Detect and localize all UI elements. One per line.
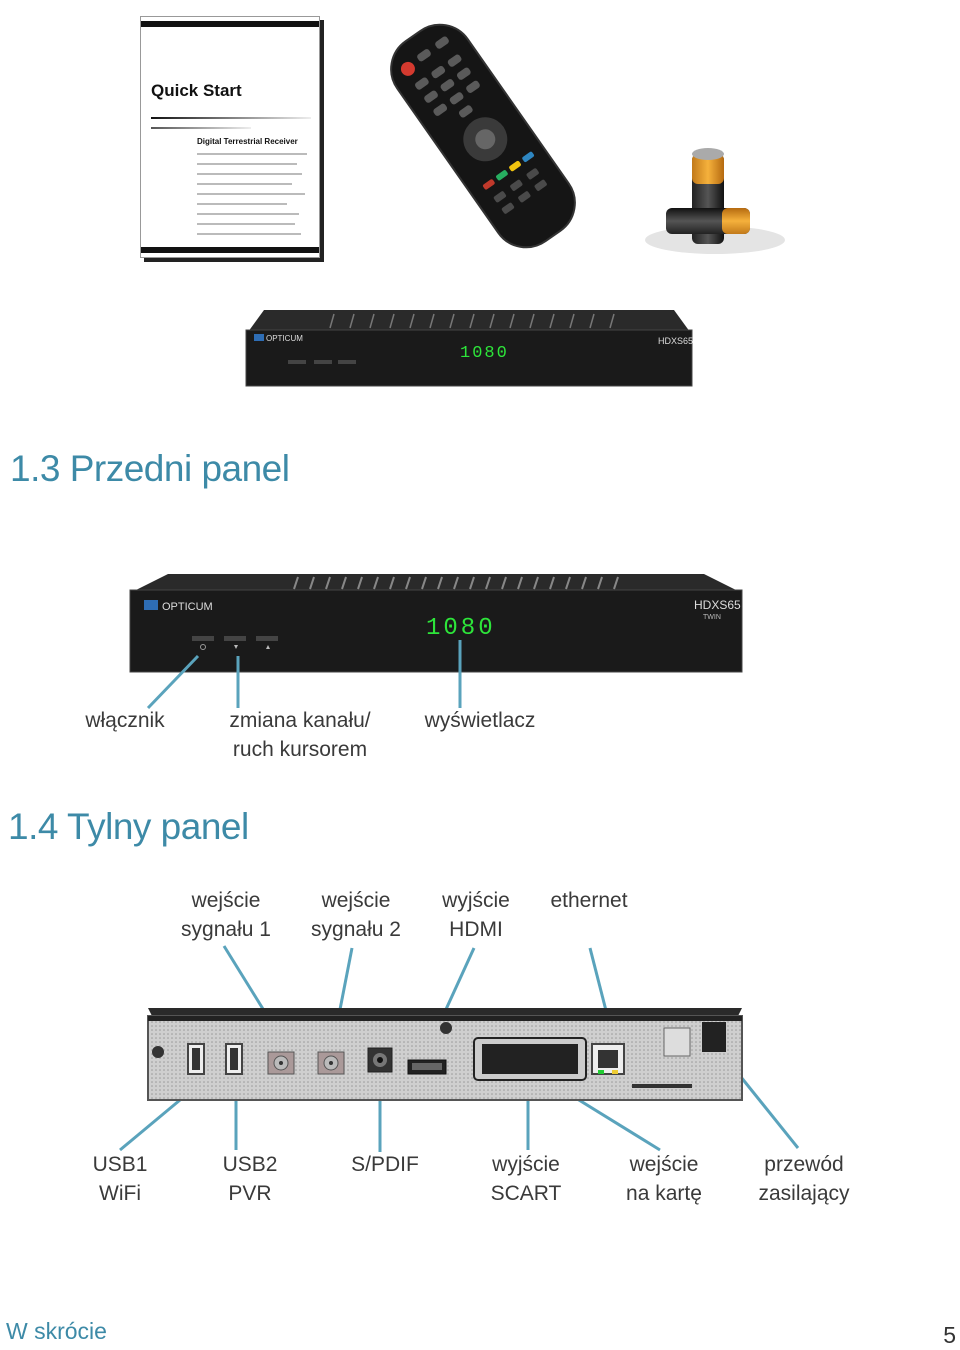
channel-up-button (256, 636, 278, 641)
card-slot-label: wejście na kartę (608, 1150, 720, 1208)
card-slot-line2: na kartę (626, 1182, 702, 1205)
power-button (192, 636, 214, 641)
card-slot-line1: wejście (629, 1153, 699, 1176)
footer-section-title: W skrócie (6, 1318, 107, 1344)
display-label: wyświetlacz (424, 709, 536, 732)
signal-input-2-line1: wejście (321, 889, 391, 912)
signal-input-1-line2: sygnału 1 (181, 918, 271, 941)
brand-text: OPTICUM (162, 601, 213, 613)
power-label: włącznik (85, 709, 165, 732)
front-panel-heading: 1.3 Przedni panel (10, 448, 290, 489)
booklet-bottom-strip (141, 247, 319, 253)
usb1-label-line1: USB1 (92, 1153, 148, 1176)
small-display-text: 1080 (460, 344, 509, 363)
small-model-text: HDXS65 (658, 336, 693, 346)
power-cord-line2: zasilający (758, 1182, 850, 1205)
small-brand-text: OPTICUM (266, 334, 303, 343)
booklet-text-line (197, 213, 299, 215)
page-number: 5 (943, 1322, 956, 1348)
booklet-text-line (197, 173, 302, 175)
display-text: 1080 (426, 615, 496, 642)
booklet-text-line (197, 203, 287, 205)
booklet-text-line (197, 233, 301, 235)
booklet-text-line (197, 193, 305, 195)
receiver-rear-image (147, 1008, 743, 1101)
booklet-text-line (197, 163, 297, 165)
receiver-front-image: OPTICUM 1080 HDXS65 TWIN (129, 574, 743, 673)
signal-input-1-line1: wejście (191, 889, 261, 912)
booklet-gradient-bar (151, 117, 311, 119)
usb1-label: USB1 WiFi (70, 1150, 170, 1208)
model-sub-text: TWIN (703, 614, 721, 621)
channel-label-line2: ruch kursorem (232, 738, 368, 761)
scart-output-line1: wyjście (492, 1153, 560, 1176)
model-text: HDXS65 (694, 598, 741, 612)
booklet-text-line (197, 183, 292, 185)
hdmi-output-label: wyjście HDMI (426, 886, 526, 944)
quick-start-booklet: Quick Start Digital Terrestrial Receiver (140, 16, 320, 258)
remote-control-image (390, 23, 576, 249)
receiver-front-small-image: OPTICUM 1080 HDXS65 (245, 310, 693, 387)
booklet-gradient-bar (151, 127, 251, 129)
channel-label-line1: zmiana kanału/ (229, 709, 371, 732)
booklet-subtitle: Digital Terrestrial Receiver (197, 137, 298, 146)
booklet-top-strip (141, 21, 319, 27)
signal-input-2-label: wejście sygnału 2 (296, 886, 416, 944)
booklet-title: Quick Start (151, 81, 242, 100)
usb1-label-line2: WiFi (99, 1182, 141, 1205)
hdmi-output-line2: HDMI (449, 918, 503, 941)
channel-down-button (224, 636, 246, 641)
usb2-label: USB2 PVR (200, 1150, 300, 1208)
scart-output-label: wyjście SCART (470, 1150, 582, 1208)
signal-input-2-line2: sygnału 2 (311, 918, 401, 941)
rear-panel-heading: 1.4 Tylny panel (8, 806, 249, 847)
signal-input-1-label: wejście sygnału 1 (166, 886, 286, 944)
usb2-label-line1: USB2 (222, 1153, 278, 1176)
channel-label: zmiana kanału/ ruch kursorem (200, 706, 400, 764)
scart-output-line2: SCART (490, 1182, 562, 1205)
hdmi-output-line1: wyjście (442, 889, 510, 912)
batteries-image (645, 148, 785, 254)
spdif-label: S/PDIF (351, 1153, 419, 1176)
booklet-text-line (197, 153, 307, 155)
power-cord-label: przewód zasilający (738, 1150, 870, 1208)
power-cord-line1: przewód (764, 1153, 844, 1176)
usb2-label-line2: PVR (228, 1182, 272, 1205)
ethernet-label: ethernet (550, 889, 628, 912)
booklet-text-line (197, 223, 295, 225)
